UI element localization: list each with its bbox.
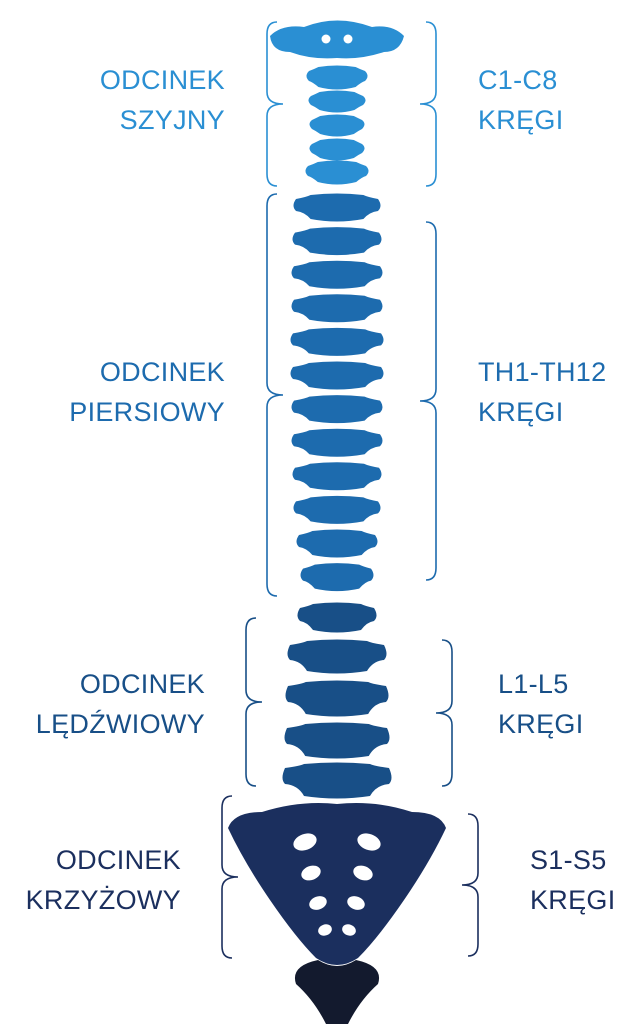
- coccyx: [294, 960, 380, 1024]
- label-sacral-range-line2: KRĘGI: [530, 885, 616, 915]
- vertebra-c1-hole: [343, 34, 353, 44]
- vertebra-thoracic: [293, 495, 381, 524]
- label-sacral-line1: ODCINEK: [55, 845, 181, 875]
- vertebra-thoracic: [291, 395, 383, 424]
- vertebra-thoracic: [290, 361, 384, 390]
- vertebra-thoracic: [291, 294, 383, 323]
- label-sacral-line2: KRZYŻOWY: [25, 885, 181, 915]
- vertebra-cervical: [305, 160, 369, 185]
- brace-cervical-left: [266, 21, 284, 187]
- label-sacral-name: ODCINEK KRZYŻOWY: [26, 840, 181, 920]
- sacral-foramen: [309, 896, 327, 910]
- label-cervical-range: C1-C8 KRĘGI: [478, 60, 564, 140]
- vertebra-lumbar: [284, 722, 390, 759]
- vertebra-thoracic: [296, 529, 378, 558]
- sacral-foramen: [342, 924, 356, 936]
- vertebra-thoracic: [292, 227, 382, 256]
- vertebra-lumbar: [282, 762, 392, 799]
- vertebra-thoracic: [291, 260, 383, 289]
- label-cervical-line1: ODCINEK: [99, 65, 225, 95]
- vertebra-cervical: [308, 90, 366, 113]
- label-cervical-line2: SZYJNY: [119, 105, 225, 135]
- label-lumbar-line2: LĘDŹWIOWY: [35, 709, 205, 739]
- sacral-foramen: [293, 833, 317, 851]
- label-sacral-range-line1: S1-S5: [530, 845, 607, 875]
- label-thoracic-range-line1: TH1-TH12: [478, 357, 607, 387]
- label-lumbar-range-line2: KRĘGI: [498, 709, 584, 739]
- sacrum: [228, 803, 446, 965]
- label-thoracic-range: TH1-TH12 KRĘGI: [478, 352, 606, 432]
- label-cervical-range-line2: KRĘGI: [478, 105, 564, 135]
- brace-cervical-right: [419, 21, 437, 187]
- label-lumbar-line1: ODCINEK: [79, 669, 205, 699]
- brace-lumbar-right: [435, 639, 453, 787]
- label-thoracic-range-line2: KRĘGI: [478, 397, 564, 427]
- brace-thoracic-right: [419, 221, 437, 581]
- vertebra-thoracic: [293, 193, 381, 222]
- vertebra-lumbar: [287, 639, 387, 674]
- vertebra-cervical: [309, 138, 365, 161]
- label-cervical-range-line1: C1-C8: [478, 65, 558, 95]
- vertebra-thoracic: [291, 428, 383, 457]
- vertebra-cervical: [309, 114, 365, 137]
- vertebra-cervical: [306, 65, 368, 90]
- vertebra-c1: [270, 20, 404, 59]
- label-lumbar-name: ODCINEK LĘDŹWIOWY: [36, 664, 205, 744]
- vertebra-thoracic: [300, 563, 374, 592]
- vertebra-lumbar: [285, 680, 389, 717]
- label-lumbar-range: L1-L5 KRĘGI: [498, 664, 584, 744]
- sacral-foramen: [301, 865, 321, 881]
- label-thoracic-line2: PIERSIOWY: [69, 397, 225, 427]
- brace-sacral-right: [461, 813, 479, 957]
- sacral-foramen: [318, 924, 332, 936]
- sacral-foramen: [353, 865, 373, 881]
- sacral-foramen: [357, 833, 381, 851]
- label-thoracic-line1: ODCINEK: [99, 357, 225, 387]
- brace-lumbar-left: [245, 617, 263, 787]
- vertebra-lumbar: [297, 602, 377, 633]
- label-sacral-range: S1-S5 KRĘGI: [530, 840, 616, 920]
- sacral-foramen: [347, 896, 365, 910]
- vertebra-c1-hole: [321, 34, 331, 44]
- label-thoracic-name: ODCINEK PIERSIOWY: [69, 352, 225, 432]
- label-cervical-name: ODCINEK SZYJNY: [100, 60, 225, 140]
- brace-sacral-left: [221, 795, 239, 959]
- brace-thoracic-left: [266, 193, 284, 597]
- vertebra-thoracic: [292, 462, 382, 491]
- vertebra-thoracic: [290, 327, 384, 356]
- label-lumbar-range-line1: L1-L5: [498, 669, 569, 699]
